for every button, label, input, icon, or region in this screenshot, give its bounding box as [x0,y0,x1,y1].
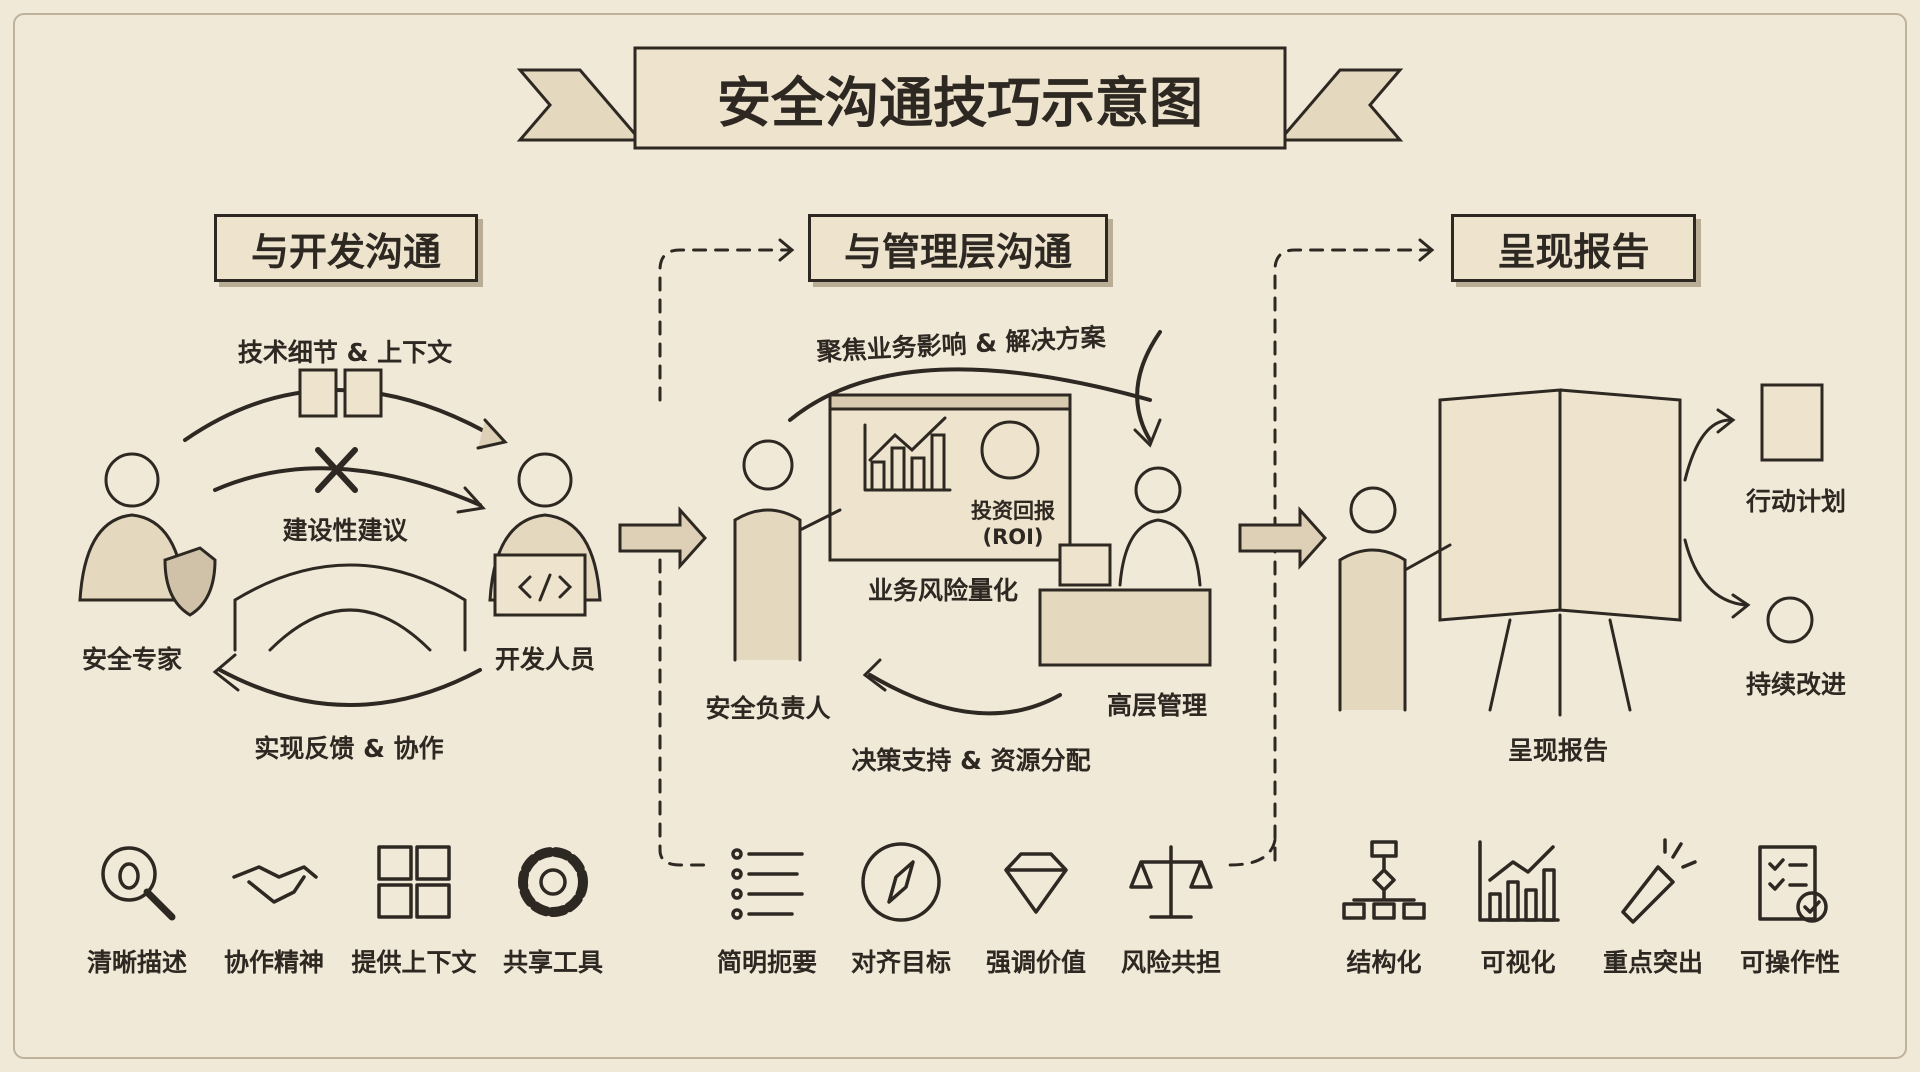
label-continuous-improvement: 持续改进 [1745,670,1847,699]
scales-icon [1121,832,1221,932]
section-header-management: 与管理层沟通 [808,214,1108,282]
bar-chart-icon [1468,832,1568,932]
bug-magnifier-icon [87,832,187,932]
section-header-report: 呈现报告 [1451,214,1696,282]
label-constructive-advice: 建设性建议 [282,516,408,545]
tip-label: 对齐目标 [850,948,952,977]
tip-label: 协作精神 [223,948,325,977]
label-feedback: 实现反馈 & 协作 [254,734,444,763]
tip-label: 共享工具 [502,948,604,977]
tip-label: 清晰描述 [86,948,188,977]
checklist-icon [1740,832,1840,932]
tip-label: 可操作性 [1739,948,1841,977]
label-executives: 高层管理 [1106,691,1208,720]
tip-label: 风险共担 [1120,948,1222,977]
diamond-icon [986,832,1086,932]
section-header-dev: 与开发沟通 [214,214,478,282]
compass-icon [851,832,951,932]
tip-label: 提供上下文 [351,948,477,977]
tip-label: 结构化 [1346,948,1422,977]
label-tech-details: 技术细节 & 上下文 [237,338,453,367]
flashlight-icon [1603,832,1703,932]
tip-label: 重点突出 [1602,948,1704,977]
label-security-lead: 安全负责人 [705,694,831,723]
label-roi-abbr: (ROI) [982,525,1044,549]
label-risk-quantification: 业务风险量化 [867,576,1019,605]
label-developer: 开发人员 [494,645,596,674]
label-roi: 投资回报 [971,499,1055,523]
tip-label: 可视化 [1480,948,1556,977]
puzzle-icon [364,832,464,932]
tip-label: 强调价值 [985,948,1087,977]
flowchart-icon [1334,832,1434,932]
label-action-plan: 行动计划 [1745,487,1847,516]
list-icon [717,832,817,932]
label-decision-support: 决策支持 & 资源分配 [851,746,1091,775]
label-presenter: 呈现报告 [1507,736,1609,765]
page-title: 安全沟通技巧示意图 [717,71,1203,135]
gear-icon [503,832,603,932]
handshake-icon [224,832,324,932]
label-security-expert: 安全专家 [81,645,183,674]
tip-label: 简明扼要 [716,948,818,977]
